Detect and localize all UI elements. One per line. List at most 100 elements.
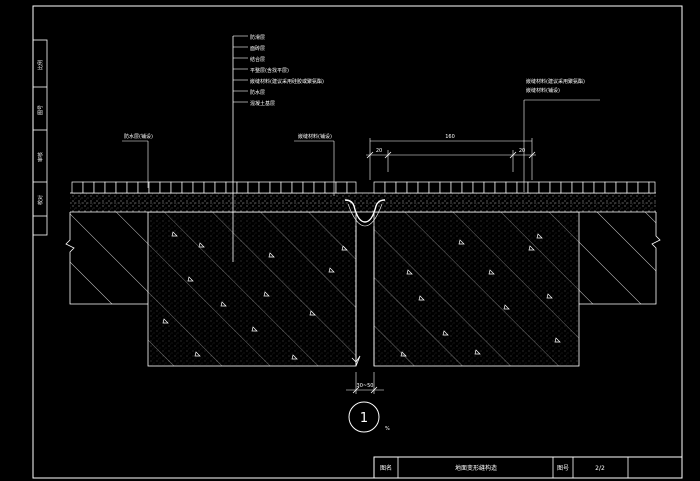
callout-2: 面砖层 — [250, 45, 265, 52]
tile-row-left — [71, 181, 357, 194]
tile — [126, 181, 139, 194]
tile — [637, 181, 650, 194]
mortar-layer — [70, 193, 656, 212]
tile — [395, 181, 408, 194]
titleblock-label-right: 图号 — [557, 465, 569, 472]
aggregate-triangle — [251, 326, 258, 332]
aggregate-triangle — [328, 267, 335, 273]
tile — [258, 181, 271, 194]
tile — [192, 181, 205, 194]
tile — [115, 181, 128, 194]
leader-mid-right — [294, 140, 335, 196]
bottom-dimension — [346, 372, 384, 394]
aggregate-triangle — [263, 291, 270, 297]
tile — [483, 181, 496, 194]
side-label-1: 比例 — [37, 60, 44, 70]
detail-bubble — [348, 401, 380, 433]
aggregate-triangle — [194, 351, 201, 357]
aggregate-triangle — [406, 269, 413, 275]
tile — [71, 181, 84, 194]
title-block — [373, 456, 683, 479]
titleblock-label-left: 图名 — [380, 464, 392, 472]
tile — [346, 181, 357, 194]
soil-right — [579, 212, 661, 305]
tile — [439, 181, 452, 194]
aggregate-triangle — [554, 337, 561, 343]
tile — [549, 181, 562, 194]
side-label-4: 校对 — [37, 195, 44, 205]
soil-left — [65, 212, 148, 305]
detail-number: 1 — [360, 411, 368, 426]
tile — [236, 181, 249, 194]
tile — [406, 181, 419, 194]
dim-right: 20 — [519, 148, 525, 154]
tile — [417, 181, 430, 194]
aggregate-triangle — [400, 351, 407, 357]
joint-profile — [344, 199, 386, 223]
tile — [516, 181, 529, 194]
tile — [313, 181, 326, 194]
dim-gap: 30~50 — [357, 383, 374, 389]
dim-total: 160 — [445, 134, 455, 140]
tile — [159, 181, 172, 194]
aggregate-triangle — [291, 354, 298, 360]
tile — [269, 181, 282, 194]
callout-3: 结合层 — [250, 56, 265, 63]
tile — [324, 181, 337, 194]
aggregate-triangle — [536, 233, 543, 239]
aggregate-triangle — [341, 245, 348, 251]
aggregate-triangle — [268, 252, 275, 258]
tile — [373, 181, 386, 194]
callout-6: 防水层 — [250, 89, 265, 96]
aggregate-triangle — [171, 231, 178, 237]
aggregate-triangle — [474, 349, 481, 355]
aggregate-triangle — [442, 330, 449, 336]
tile — [450, 181, 463, 194]
leader-right — [523, 99, 600, 192]
dim-left: 20 — [376, 148, 382, 154]
tile — [604, 181, 617, 194]
tile — [472, 181, 485, 194]
tile — [384, 181, 397, 194]
leader-left — [232, 35, 248, 262]
tile — [428, 181, 441, 194]
titleblock-title: 地面变形缝构造 — [455, 464, 497, 472]
callout-4: 平整层(含找平层) — [250, 67, 289, 74]
tile — [137, 181, 150, 194]
aggregate-triangle — [187, 276, 194, 282]
tile — [461, 181, 474, 194]
tile — [280, 181, 293, 194]
aggregate-triangle — [309, 310, 316, 316]
callout-right-2: 嵌缝材料(铺设) — [526, 87, 560, 94]
tile — [582, 181, 595, 194]
tile — [626, 181, 639, 194]
callout-7: 混凝土基层 — [250, 100, 275, 107]
titleblock-number: 2/2 — [595, 465, 605, 472]
aggregate-triangle — [503, 304, 510, 310]
sheet-border — [32, 5, 683, 479]
aggregate-triangle — [488, 269, 495, 275]
tile-row-right — [373, 181, 656, 194]
tile — [615, 181, 628, 194]
tile — [302, 181, 315, 194]
tile — [181, 181, 194, 194]
concrete-slab-right — [373, 211, 580, 367]
tile — [571, 181, 584, 194]
tile — [170, 181, 183, 194]
aggregate-triangle — [418, 295, 425, 301]
aggregate-triangle — [220, 301, 227, 307]
joint-gap — [351, 226, 375, 367]
tile — [93, 181, 106, 194]
tile — [560, 181, 573, 194]
tile — [527, 181, 540, 194]
callout-1: 防滑层 — [250, 34, 265, 41]
tile — [225, 181, 238, 194]
tile — [335, 181, 348, 194]
aggregate-triangle — [458, 239, 465, 245]
concrete-slab-left — [147, 211, 357, 367]
callout-mid-left: 防水层(铺设) — [124, 133, 153, 140]
callout-right-1: 嵌缝材料(建议采用聚氨酯) — [526, 78, 585, 85]
leader-mid-left — [122, 140, 149, 188]
aggregate-triangle — [546, 293, 553, 299]
left-side-strip: 比例 图号 审核 校对 — [32, 6, 48, 236]
